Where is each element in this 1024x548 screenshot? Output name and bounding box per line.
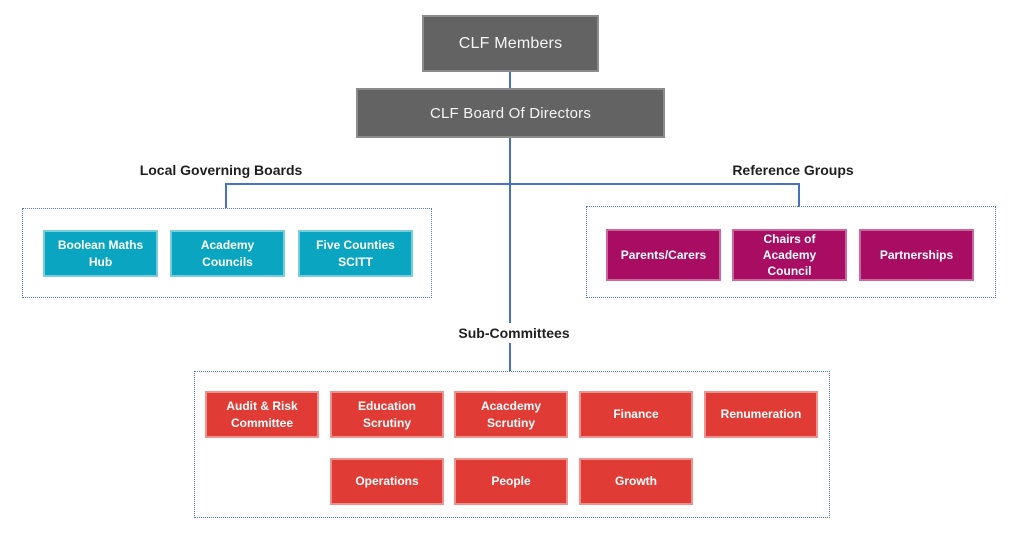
- node-parents-carers: Parents/Carers: [606, 229, 721, 281]
- node-finance: Finance: [579, 391, 693, 438]
- node-five-counties-scitt: Five Counties SCITT: [298, 230, 413, 277]
- node-clf-board-of-directors: CLF Board Of Directors: [356, 88, 665, 138]
- group-reference-groups: Parents/Carers Chairs of Academy Council…: [586, 206, 996, 298]
- node-operations: Operations: [330, 458, 444, 505]
- node-boolean-maths-hub: Boolean Maths Hub: [43, 230, 158, 277]
- node-chairs-of-academy-council: Chairs of Academy Council: [732, 229, 847, 281]
- connector-horizontal: [225, 183, 800, 185]
- node-partnerships: Partnerships: [859, 229, 974, 281]
- label-local-governing-boards: Local Governing Boards: [139, 162, 303, 178]
- connector-members-board: [509, 72, 511, 88]
- label-sub-committees: Sub-Committees: [396, 323, 632, 343]
- connector-center-vertical: [509, 138, 511, 371]
- node-education-scrutiny: Education Scrutiny: [330, 391, 444, 438]
- connector-right-drop: [798, 183, 800, 207]
- node-audit-risk-committee: Audit & Risk Committee: [205, 391, 319, 438]
- group-local-governing-boards: Boolean Maths Hub Academy Councils Five …: [22, 208, 432, 298]
- connector-left-drop: [225, 183, 227, 208]
- node-growth: Growth: [579, 458, 693, 505]
- node-people: People: [454, 458, 568, 505]
- group-sub-committees: Audit & Risk Committee Education Scrutin…: [194, 371, 830, 518]
- label-reference-groups: Reference Groups: [732, 162, 854, 178]
- node-acacdemy-scrutiny: Acacdemy Scrutiny: [454, 391, 568, 438]
- node-renumeration: Renumeration: [704, 391, 818, 438]
- node-academy-councils: Academy Councils: [170, 230, 285, 277]
- node-clf-members: CLF Members: [422, 15, 599, 72]
